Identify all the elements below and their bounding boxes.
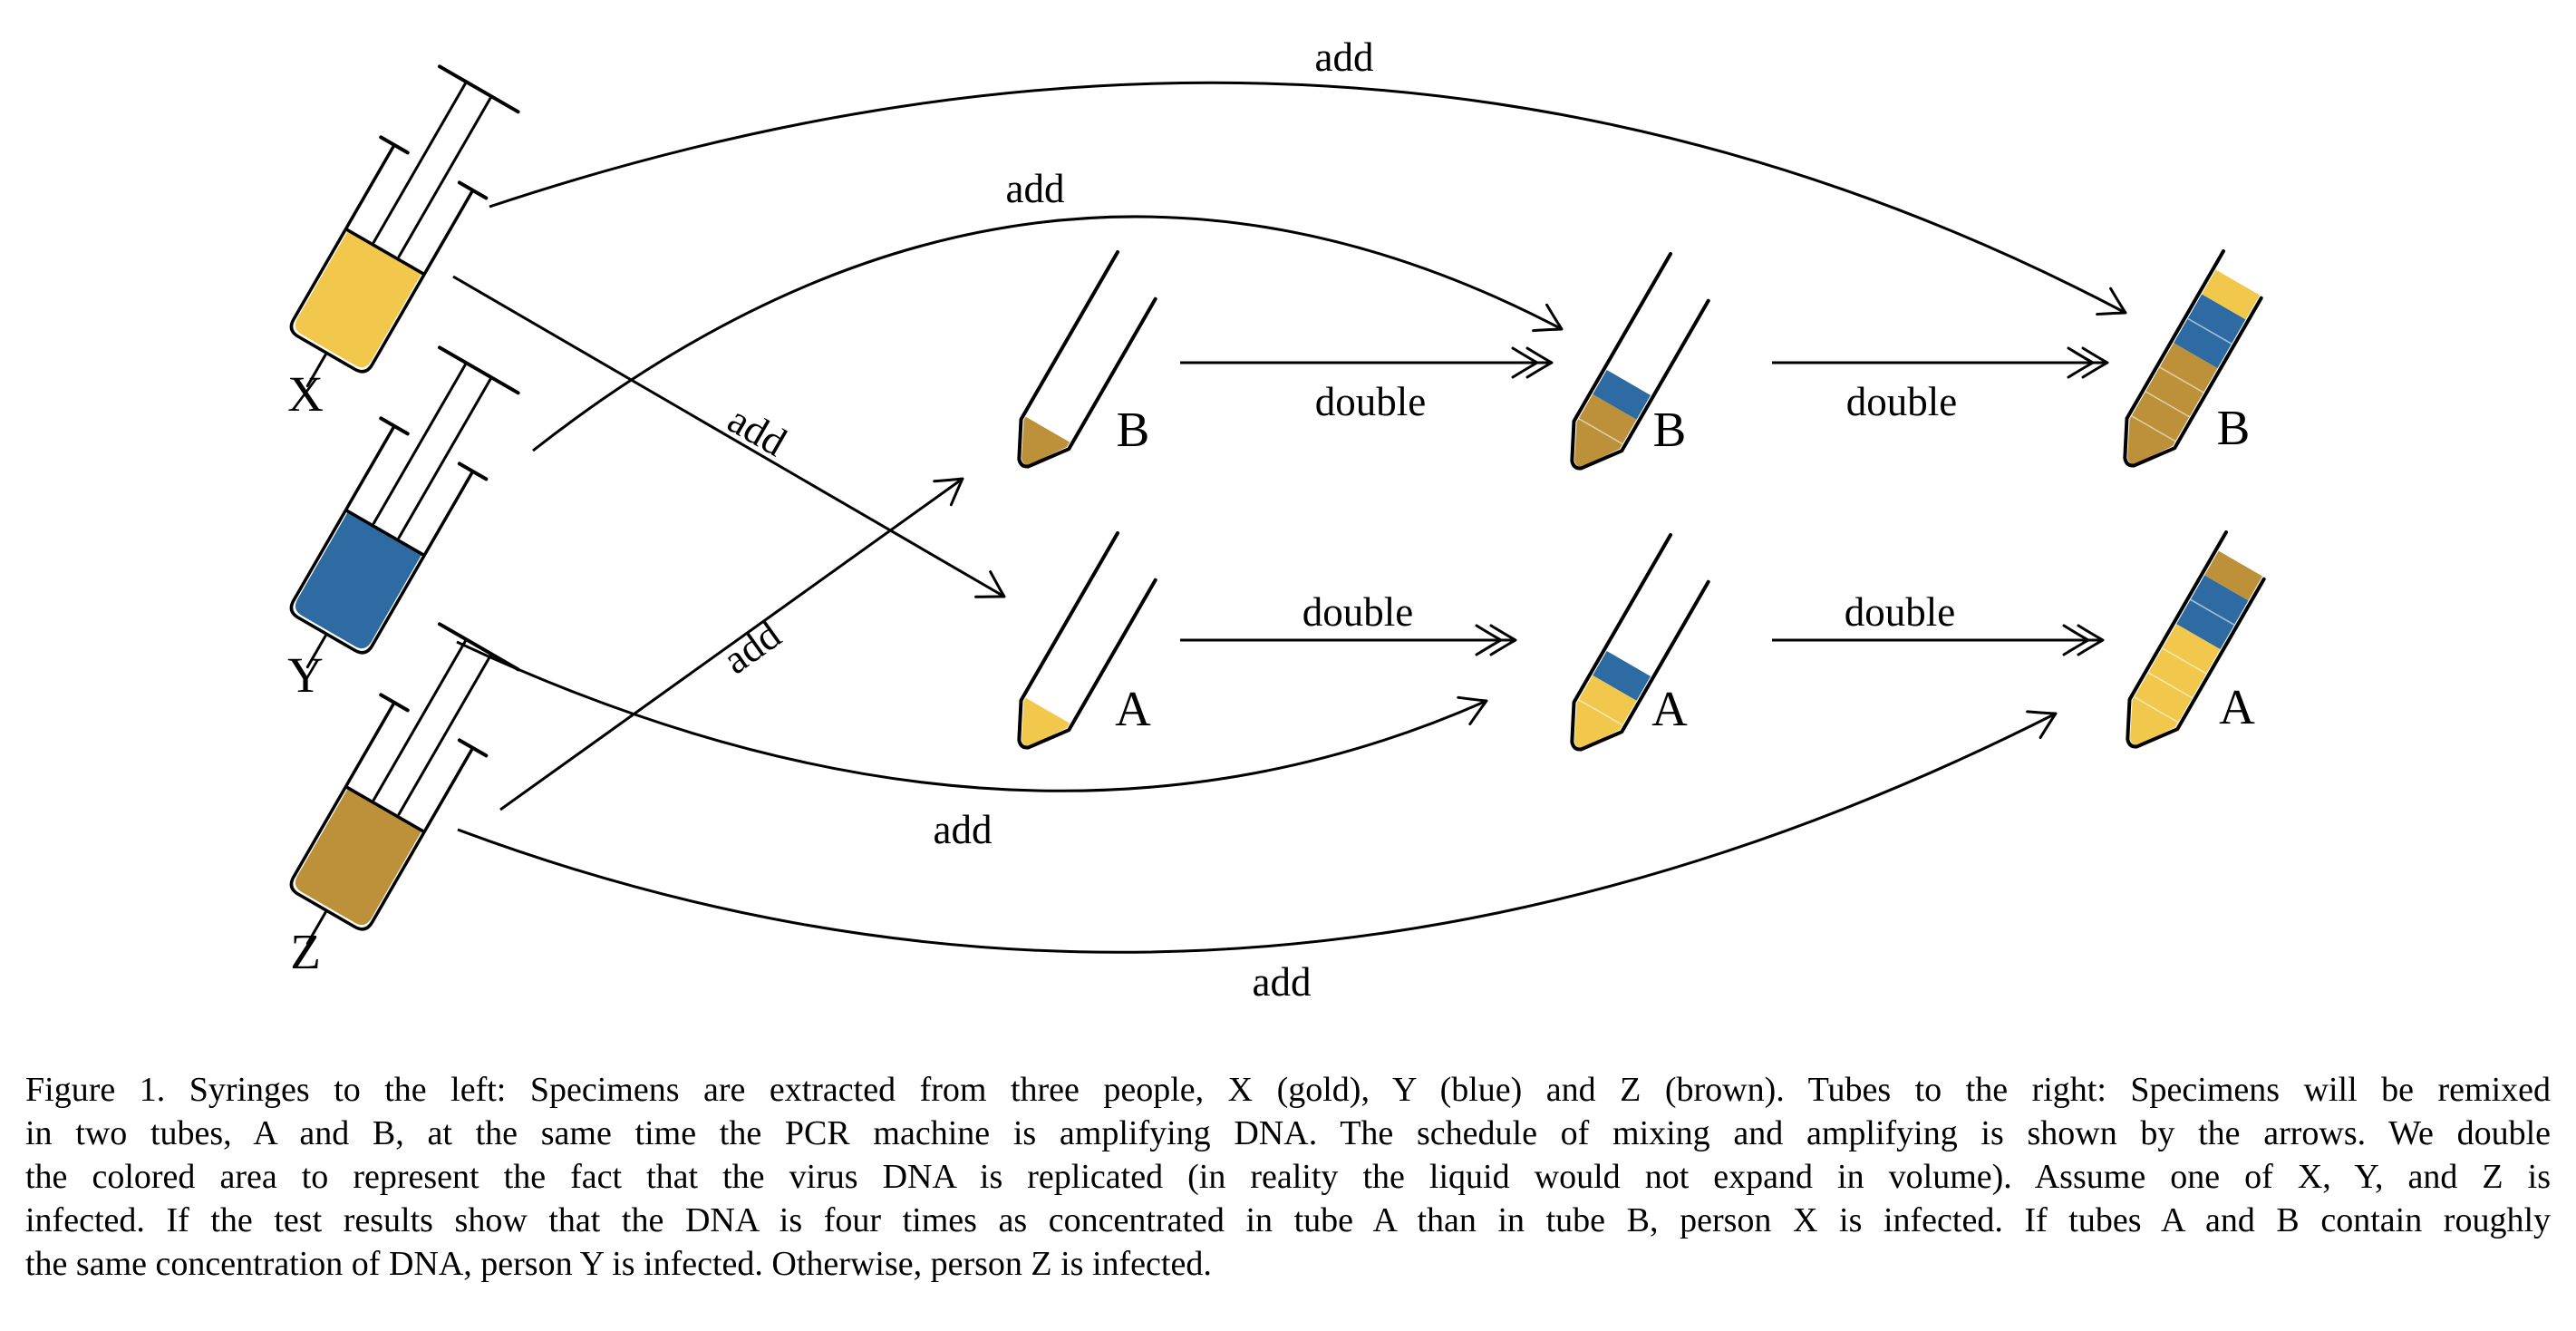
- arrow-add-z-to-a3-label: add: [1253, 959, 1312, 1005]
- tube-a2-unit-divider: [1576, 697, 1625, 727]
- tube-a2-outline-icon: [1570, 533, 1710, 752]
- tube-b1-band-brown: [1004, 415, 1072, 479]
- tube-a3-band-brown: [2202, 549, 2265, 602]
- syringe-y-fluid: [295, 511, 422, 649]
- syringe-y-flange-icon: [379, 416, 489, 481]
- arrow-add-y-to-a2-curve: [456, 640, 1487, 792]
- syringe-y-label: Y: [287, 647, 324, 703]
- arrow-add-x-to-b3-label: add: [1315, 34, 1374, 80]
- arrow-double-b2-label: double: [1846, 379, 1957, 424]
- arrow-add-x-to-b3-curve: [489, 81, 2126, 315]
- arrow-double-a1-to-a2: double: [1180, 589, 1517, 656]
- tube-b2-outline-icon: [1570, 252, 1710, 471]
- syringe-z-plunger-rod-icon: [372, 639, 492, 816]
- syringe-z-fluid: [295, 788, 422, 926]
- tube-b2-unit-divider: [1576, 416, 1625, 446]
- arrow-double-b1-label: double: [1315, 379, 1426, 424]
- syringe-z-flange-icon: [379, 693, 489, 758]
- caption-line-1: Figure 1. Syringes to the left: Specimen…: [25, 1071, 2551, 1109]
- double-arrowhead-icon: [2062, 624, 2105, 656]
- figure-diagram: X Y Z B A: [287, 34, 2266, 1005]
- arrowhead-icon: [933, 477, 964, 507]
- syringe-x-flange-icon: [379, 135, 489, 200]
- tube-b2-band-blue: [1590, 368, 1653, 422]
- tube-a1-band-gold: [1004, 696, 1072, 760]
- arrow-add-y-to-b2-curve: [532, 215, 1563, 452]
- double-arrowhead-icon: [1475, 624, 1517, 656]
- tube-b-stage2: [1557, 252, 1710, 481]
- syringe-x-plunger-handle-icon: [438, 64, 520, 114]
- arrow-add-x-to-a1-line: [452, 275, 1005, 598]
- tube-a1-outline-icon: [1017, 531, 1157, 750]
- tube-b3-band-gold: [2199, 268, 2262, 321]
- syringe-z-seal-icon: [345, 785, 425, 833]
- tube-b3-label: B: [2217, 400, 2251, 455]
- arrow-add-z-to-b1-line: [499, 477, 964, 811]
- arrow-add-z-to-b1-label: add: [714, 612, 789, 683]
- syringe-x: [289, 64, 520, 388]
- syringe-z-label: Z: [290, 924, 321, 979]
- syringe-y: [289, 345, 520, 669]
- syringe-x-seal-icon: [345, 228, 425, 276]
- arrow-double-a2-to-a3: double: [1772, 589, 2105, 656]
- tube-a1-label: A: [1115, 681, 1151, 736]
- arrowhead-icon: [974, 570, 1006, 598]
- syringe-x-label: X: [287, 366, 324, 422]
- tube-a-stage2: [1557, 533, 1710, 762]
- tube-b2-label: B: [1653, 402, 1687, 457]
- syringe-y-plunger-handle-icon: [438, 345, 520, 395]
- arrow-double-a1-label: double: [1303, 589, 1413, 635]
- arrow-add-z-to-a3-curve: [457, 712, 2057, 954]
- arrow-add-y-to-a2: add: [456, 640, 1488, 852]
- caption-line-2: in two tubes, A and B, at the same time …: [25, 1114, 2551, 1152]
- tube-b3-unit-dividers: [2129, 316, 2234, 443]
- tube-a2-band-blue: [1590, 649, 1653, 703]
- syringe-y-seal-icon: [345, 509, 425, 557]
- arrow-double-a2-label: double: [1845, 589, 1955, 635]
- arrow-double-b2-to-b3: double: [1772, 346, 2109, 424]
- arrowhead-icon: [2026, 710, 2058, 739]
- tube-a3-band-gold: [2113, 622, 2223, 759]
- arrow-add-z-to-a3: add: [457, 710, 2058, 1005]
- tube-b3-outline-icon: [2123, 249, 2263, 468]
- syringe-y-needle-icon: [305, 632, 328, 669]
- tube-b1-outline-icon: [1017, 250, 1157, 469]
- arrow-add-x-to-b3: add: [489, 34, 2127, 316]
- arrowhead-icon: [1532, 303, 1564, 333]
- arrow-add-x-to-a1-label: add: [721, 396, 794, 465]
- syringe-x-fluid: [295, 230, 422, 368]
- syringe-z-needle-icon: [305, 908, 328, 946]
- caption-line-3: the colored area to represent the fact t…: [25, 1158, 2551, 1196]
- tube-b3-band-brown: [2110, 341, 2221, 478]
- arrow-add-z-to-b1: add: [499, 477, 964, 811]
- arrow-add-y-to-b2: add: [532, 166, 1564, 452]
- arrow-double-b1-to-b2: double: [1180, 346, 1554, 424]
- arrow-add-y-to-b2-label: add: [1006, 166, 1065, 211]
- syringe-x-plunger-rod-icon: [372, 82, 492, 258]
- double-arrowhead-icon: [2067, 346, 2109, 379]
- tube-a3-label: A: [2219, 679, 2255, 734]
- arrow-add-x-to-a1: add: [452, 275, 1006, 598]
- figure-caption: Figure 1. Syringes to the left: Specimen…: [25, 1068, 2551, 1286]
- arrowhead-icon: [2096, 287, 2127, 316]
- syringe-y-plunger-rod-icon: [372, 363, 492, 539]
- syringe-z-plunger-handle-icon: [438, 622, 520, 672]
- syringe-x-needle-icon: [305, 351, 328, 388]
- caption-line-4: infected. If the test results show that …: [25, 1201, 2551, 1239]
- double-arrowhead-icon: [1511, 346, 1554, 379]
- syringe-z: [289, 622, 520, 946]
- tube-a3-unit-dividers: [2132, 597, 2237, 724]
- tube-a3-outline-icon: [2126, 530, 2266, 749]
- tube-b1-label: B: [1117, 402, 1150, 457]
- arrow-add-y-to-a2-label: add: [934, 807, 993, 852]
- tube-a2-label: A: [1651, 681, 1688, 736]
- caption-line-5: the same concentration of DNA, person Y …: [25, 1245, 1212, 1283]
- arrowhead-icon: [1457, 695, 1488, 726]
